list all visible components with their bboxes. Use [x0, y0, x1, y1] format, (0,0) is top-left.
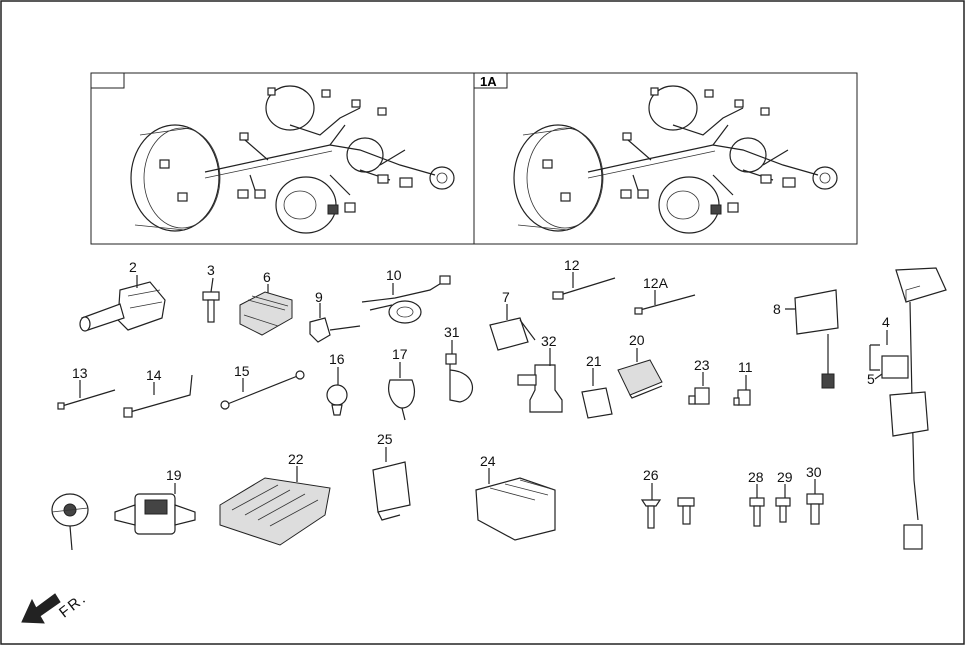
module-part-20	[617, 359, 663, 399]
callout-17: 17	[392, 346, 408, 362]
callout-9: 9	[315, 289, 323, 305]
front-direction-arrow-icon	[21, 593, 61, 624]
connector-part-9	[309, 317, 361, 343]
wire-harness-1a	[513, 85, 838, 234]
bolt-part-28	[749, 497, 765, 527]
callout-4: 4	[882, 314, 890, 330]
callout-3: 3	[207, 262, 215, 278]
connector-part-21	[581, 387, 613, 419]
callout-22: 22	[288, 451, 304, 467]
cover-part-24	[475, 477, 556, 541]
bolt-part-27	[677, 497, 695, 525]
inset-box-1a	[473, 72, 858, 245]
callout-31: 31	[444, 324, 460, 340]
leader-lines	[79, 272, 888, 500]
module-part-25	[372, 461, 411, 521]
bolt-part-30	[806, 493, 824, 525]
callout-5: 5	[867, 371, 875, 387]
callout-24: 24	[480, 453, 496, 469]
inset-label-1a: 1A	[480, 74, 497, 89]
switch-assembly-part	[869, 267, 947, 550]
ignition-coil-part	[79, 281, 166, 332]
callout-6: 6	[263, 269, 271, 285]
relay-part-7	[489, 317, 536, 351]
callout-15: 15	[234, 363, 250, 379]
cable-part-13	[57, 389, 116, 410]
cable-part-15	[220, 370, 305, 410]
callout-13: 13	[72, 365, 88, 381]
bolt-part-29	[775, 497, 791, 523]
band-part-17	[388, 379, 415, 421]
inset-tab-main	[90, 72, 125, 89]
cover-part-8	[794, 289, 839, 389]
callout-28: 28	[748, 469, 764, 485]
bolt-part-26	[640, 499, 662, 529]
harness-part-10	[361, 275, 451, 324]
fuse-part-23	[688, 387, 710, 405]
callout-10: 10	[386, 267, 402, 283]
sensor-part	[202, 291, 220, 323]
clip-part-31	[445, 353, 474, 403]
callout-29: 29	[777, 469, 793, 485]
callout-8: 8	[773, 301, 781, 317]
callout-21: 21	[586, 353, 602, 369]
cable-part-12	[552, 277, 616, 300]
callout-26: 26	[643, 467, 659, 483]
callout-12a: 12A	[643, 275, 668, 291]
callout-19: 19	[166, 467, 182, 483]
inset-box-main	[90, 72, 475, 245]
boot-part-32	[517, 364, 563, 413]
callout-30: 30	[806, 464, 822, 480]
callout-12: 12	[564, 257, 580, 273]
callout-7: 7	[502, 289, 510, 305]
switch-part-19	[114, 493, 196, 535]
callout-16: 16	[329, 351, 345, 367]
callout-14: 14	[146, 367, 162, 383]
callout-2: 2	[129, 259, 137, 275]
regulator-part	[239, 291, 293, 336]
callout-11: 11	[738, 359, 753, 375]
horn-part	[51, 493, 89, 551]
fuse-part-11	[733, 389, 751, 406]
callout-32: 32	[541, 333, 557, 349]
clip-part-16	[326, 384, 348, 416]
ecu-part-22	[219, 477, 331, 546]
callout-23: 23	[694, 357, 710, 373]
callout-20: 20	[629, 332, 645, 348]
cable-part-14	[123, 374, 193, 418]
cable-part-12a	[634, 294, 696, 315]
callout-25: 25	[377, 431, 393, 447]
wire-harness-main	[130, 85, 455, 234]
inset-tab-1a	[473, 72, 508, 89]
